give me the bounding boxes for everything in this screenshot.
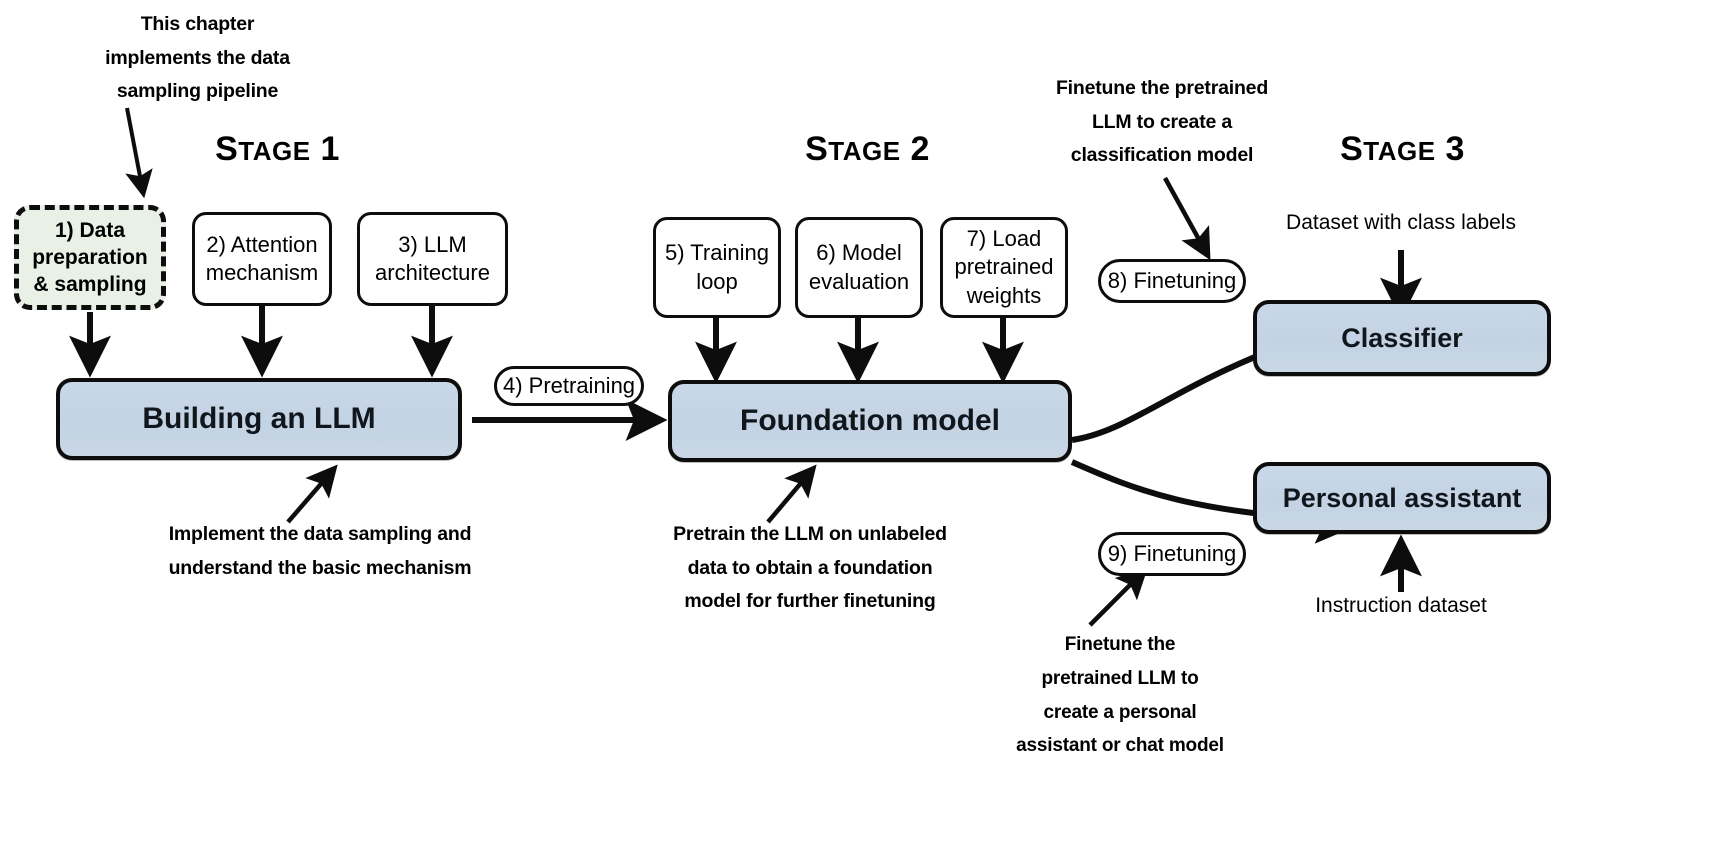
arrow-classify-note <box>1163 176 1211 261</box>
stage2-rest: TAGE <box>828 136 901 166</box>
arrow-assistant-note <box>1088 566 1149 627</box>
annotation-assistant-note: Finetune the pretrained LLM to create a … <box>1016 634 1224 757</box>
step-box-6-model-evaluation[interactable]: 6) Model evaluation <box>795 217 923 318</box>
stage-title-1: STAGE 1 <box>145 132 410 166</box>
annotation-building-note: Implement the data sampling and understa… <box>168 523 472 579</box>
step-box-2-attention-mechanism[interactable]: 2) Attention mechanism <box>192 212 332 306</box>
stage3-rest: TAGE <box>1363 136 1436 166</box>
output-box-personal-assistant[interactable]: Personal assistant <box>1253 462 1551 534</box>
annotation-chapter-note: This chapter implements the data samplin… <box>105 13 290 103</box>
stage2-num: 2 <box>900 130 930 168</box>
arrow-chapter-note-to-step1 <box>125 107 153 199</box>
stage-title-3: STAGE 3 <box>1270 132 1535 166</box>
label-dataset-with-class-labels: Dataset with class labels <box>1286 211 1516 234</box>
stage-title-2: STAGE 2 <box>735 132 1000 166</box>
pill-8-finetuning[interactable]: 8) Finetuning <box>1098 259 1246 303</box>
label-instruction-dataset: Instruction dataset <box>1315 594 1487 617</box>
step-box-5-training-loop[interactable]: 5) Training loop <box>653 217 781 318</box>
stage1-rest: TAGE <box>238 136 311 166</box>
stage3-num: 3 <box>1435 130 1465 168</box>
stage3-cap: S <box>1340 130 1364 168</box>
arrow-pretrain-note <box>766 464 817 524</box>
stage2-cap: S <box>805 130 829 168</box>
step-box-1-data-preparation[interactable]: 1) Data preparation & sampling <box>14 205 166 310</box>
annotation-pretrain-note: Pretrain the LLM on unlabeled data to ob… <box>673 523 947 613</box>
output-box-classifier[interactable]: Classifier <box>1253 300 1551 376</box>
stage1-num: 1 <box>310 130 340 168</box>
arrow-building-note <box>286 464 338 524</box>
output-box-building-an-llm[interactable]: Building an LLM <box>56 378 462 460</box>
output-box-foundation-model[interactable]: Foundation model <box>668 380 1072 462</box>
pill-4-pretraining[interactable]: 4) Pretraining <box>494 366 644 406</box>
stage1-cap: S <box>215 130 239 168</box>
step-box-3-llm-architecture[interactable]: 3) LLM architecture <box>357 212 508 306</box>
pill-9-finetuning[interactable]: 9) Finetuning <box>1098 532 1246 576</box>
annotation-classification-note: Finetune the pretrained LLM to create a … <box>1055 77 1269 167</box>
step-box-7-load-pretrained-weights[interactable]: 7) Load pretrained weights <box>940 217 1068 318</box>
